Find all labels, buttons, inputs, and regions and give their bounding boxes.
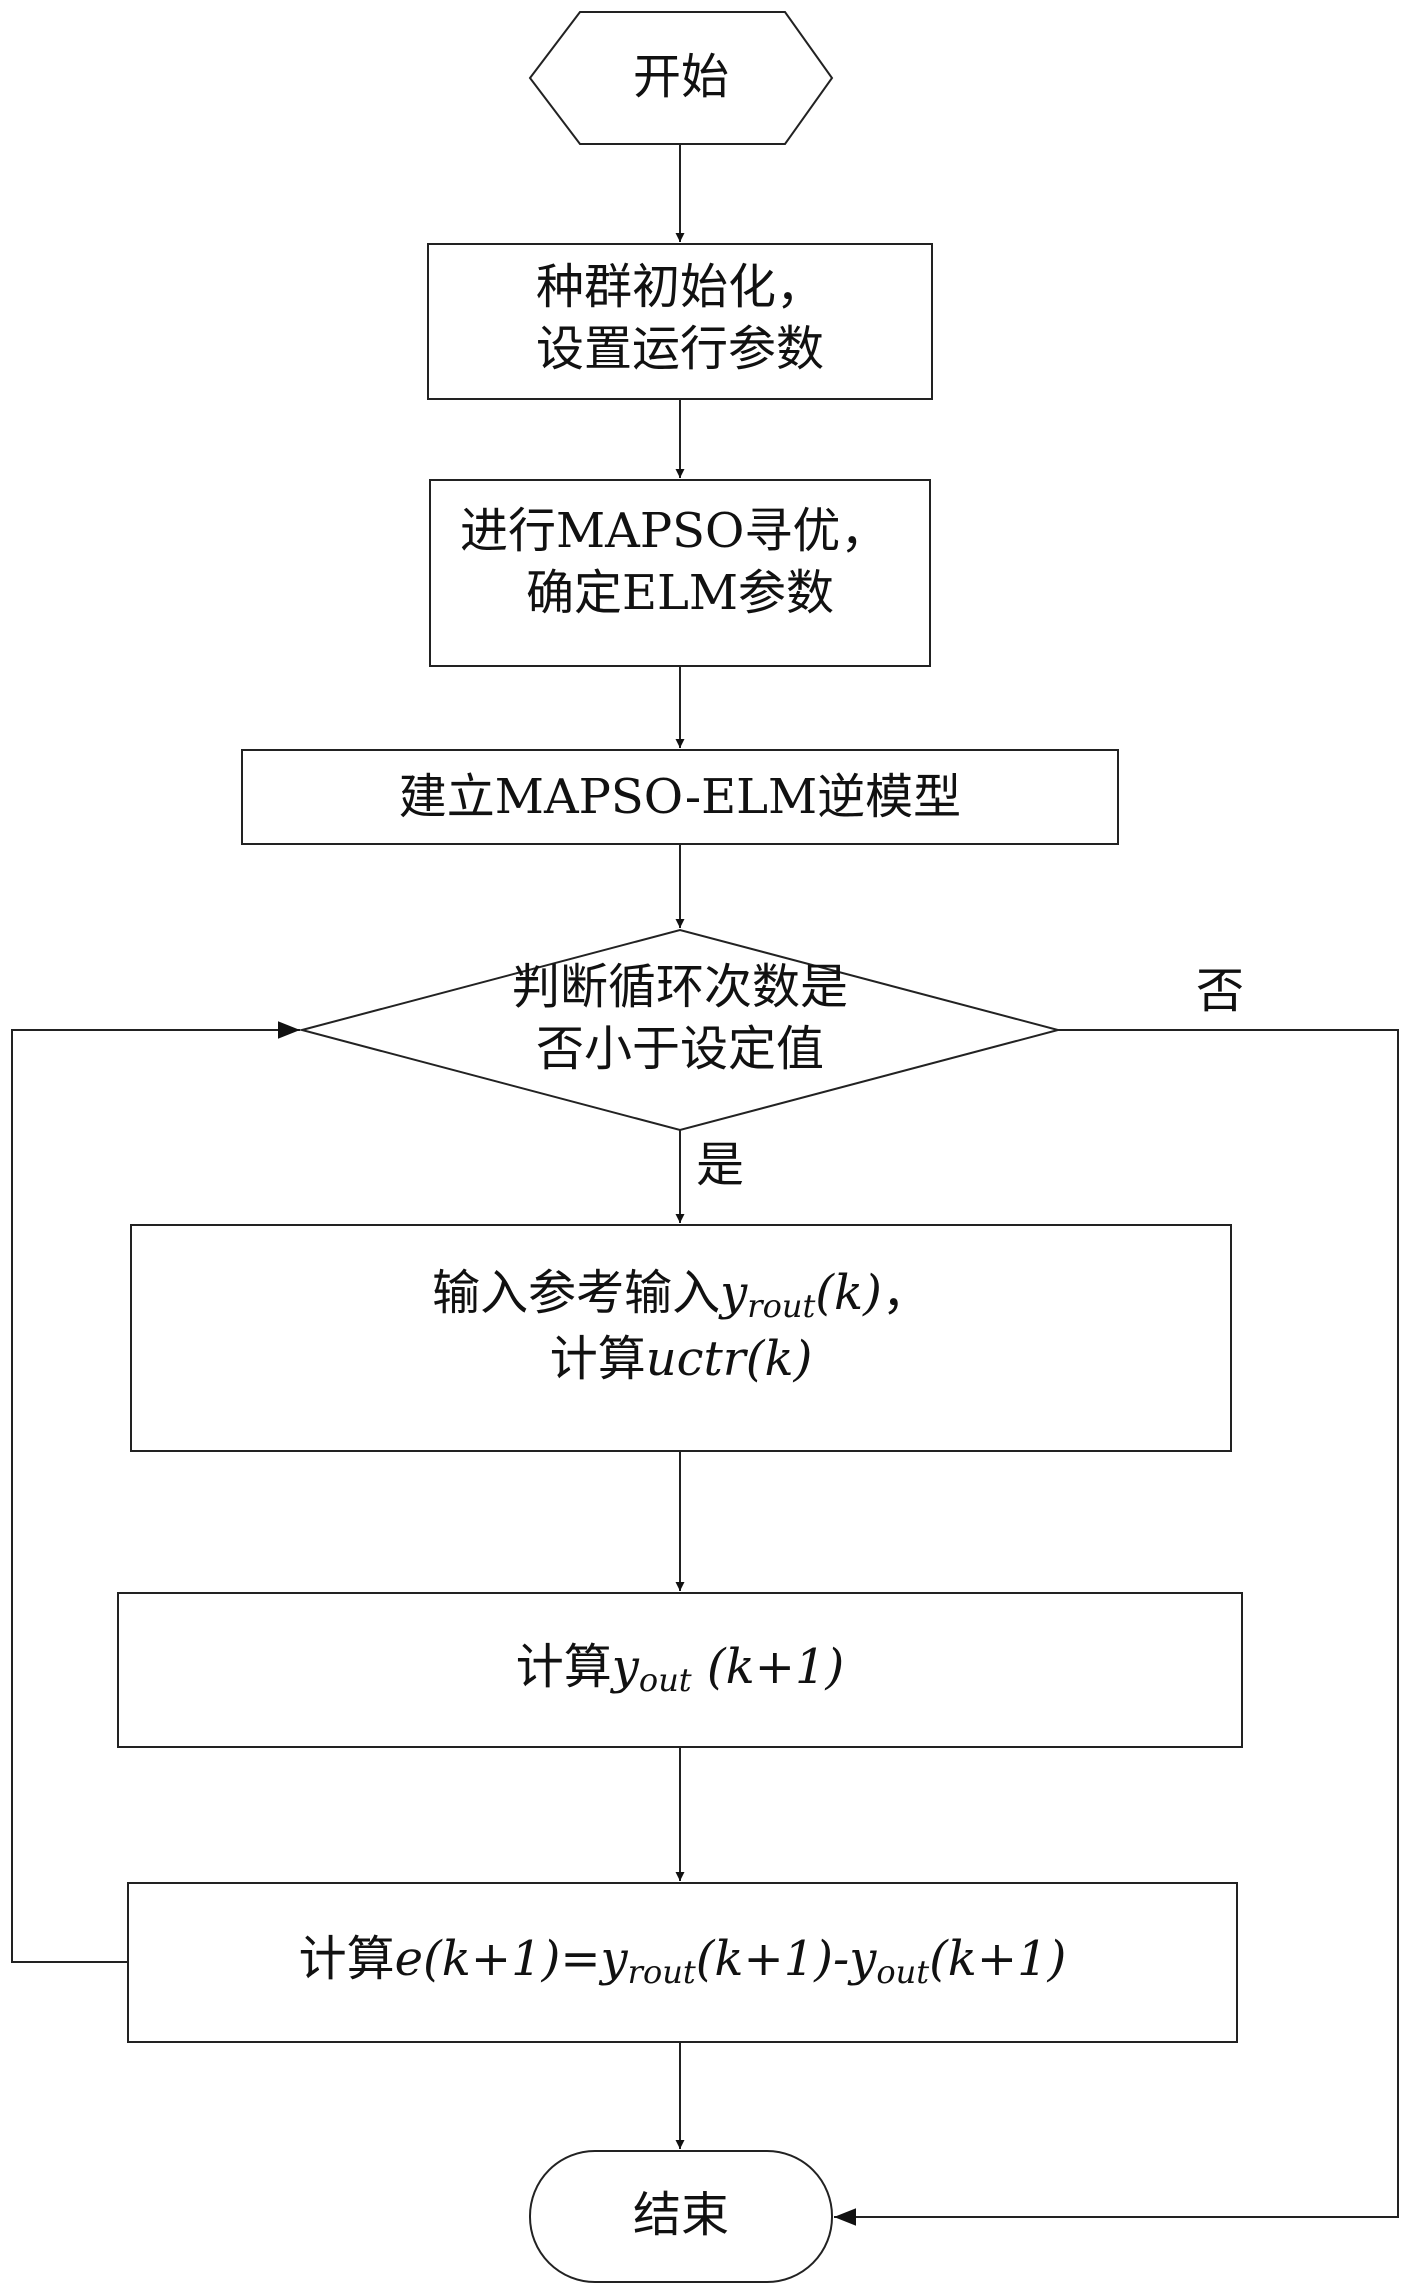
yes-text: 是 bbox=[696, 1137, 744, 1193]
start-label: 开始 bbox=[530, 46, 832, 108]
no-branch-path bbox=[834, 1030, 1398, 2217]
calc-e-label: 计算e(k+1)=yrout(k+1)-yout(k+1) bbox=[128, 1928, 1237, 1994]
decision-text-line1: 判断循环次数是 bbox=[440, 956, 920, 1018]
build-model-text: 建立MAPSO-ELM逆模型 bbox=[399, 769, 961, 825]
init-text-line1: 种群初始化， bbox=[428, 256, 932, 318]
input-text-line2: 计算uctr(k) bbox=[131, 1328, 1231, 1390]
end-label: 结束 bbox=[530, 2184, 832, 2246]
input-arg-text: (k) bbox=[815, 1265, 882, 1321]
init-text-line2: 设置运行参数 bbox=[428, 318, 932, 380]
calc-e-arg1-text: (k+1)- bbox=[696, 1931, 850, 1987]
decision-label: 判断循环次数是 否小于设定值 bbox=[440, 956, 920, 1081]
calc-e-var2-text: y bbox=[849, 1931, 876, 1987]
input-var-text: y bbox=[720, 1265, 747, 1321]
calc-e-sub2-text: out bbox=[876, 1953, 929, 1991]
input-sub-text: rout bbox=[747, 1287, 815, 1325]
calc-e-lhs-text: e(k+1)= bbox=[395, 1931, 601, 1987]
optimize-label: 进行MAPSO寻优， 确定ELM参数 bbox=[430, 500, 930, 625]
input-label: 输入参考输入yrout(k)， 计算uctr(k) bbox=[131, 1262, 1231, 1390]
calc-y-var-text: y bbox=[612, 1639, 639, 1695]
yes-branch-label: 是 bbox=[690, 1134, 750, 1196]
no-branch-label: 否 bbox=[1180, 960, 1260, 1022]
calc-u-expr-text: uctr(k) bbox=[646, 1331, 813, 1387]
calc-e-arg2-text: (k+1) bbox=[929, 1931, 1066, 1987]
calc-e-sub1-text: rout bbox=[628, 1953, 696, 1991]
calc-e-prefix-text: 计算 bbox=[299, 1931, 395, 1987]
input-suffix-text: ， bbox=[882, 1265, 930, 1321]
input-text-line1: 输入参考输入yrout(k)， bbox=[131, 1262, 1231, 1328]
start-text: 开始 bbox=[633, 49, 729, 105]
calc-u-prefix-text: 计算 bbox=[550, 1331, 646, 1387]
optimize-text-line2: 确定ELM参数 bbox=[430, 562, 930, 624]
loop-back-path bbox=[12, 1030, 300, 1962]
calc-e-var1-text: y bbox=[601, 1931, 628, 1987]
end-text: 结束 bbox=[633, 2187, 729, 2243]
init-label: 种群初始化， 设置运行参数 bbox=[428, 256, 932, 381]
calc-y-arg-text: (k+1) bbox=[692, 1639, 845, 1695]
no-text: 否 bbox=[1196, 963, 1244, 1019]
calc-y-label: 计算yout (k+1) bbox=[118, 1636, 1242, 1702]
input-prefix-text: 输入参考输入 bbox=[432, 1265, 720, 1321]
calc-y-prefix-text: 计算 bbox=[516, 1639, 612, 1695]
calc-y-sub-text: out bbox=[639, 1661, 692, 1699]
optimize-text-line1: 进行MAPSO寻优， bbox=[430, 500, 930, 562]
decision-text-line2: 否小于设定值 bbox=[440, 1018, 920, 1080]
build-model-label: 建立MAPSO-ELM逆模型 bbox=[242, 766, 1118, 828]
